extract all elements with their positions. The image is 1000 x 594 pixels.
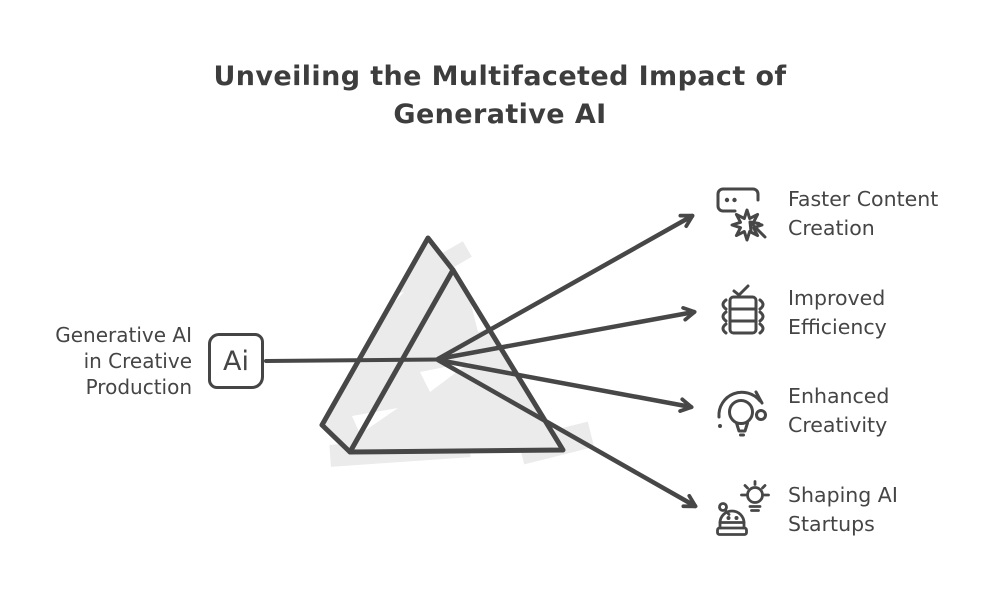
output-label: Faster Content Creation — [788, 187, 939, 240]
creativity-lightbulb-icon — [717, 390, 767, 437]
input-label: Generative AI in Creative Production — [12, 322, 192, 400]
output-label: Shaping AI Startups — [788, 483, 898, 536]
output-item-faster-content-creation: Faster Content Creation — [714, 184, 970, 243]
output-item-improved-efficiency: Improved Efficiency — [714, 283, 970, 342]
ai-box-text: Ai — [223, 345, 249, 377]
output-label: Improved Efficiency — [788, 286, 887, 339]
input-ray — [264, 357, 442, 363]
page-title-line-2: Generative AI — [393, 99, 607, 130]
output-ray-3 — [435, 357, 694, 413]
prism-inner-edge — [347, 267, 456, 455]
output-label: Enhanced Creativity — [788, 384, 890, 437]
input-label-line-2: in Creative — [83, 349, 192, 373]
page-title-line-1: Unveiling the Multifaceted Impact of — [213, 61, 787, 92]
input-label-line-3: Production — [85, 375, 192, 399]
output-ray-4 — [435, 357, 698, 509]
input-label-line-1: Generative AI — [55, 323, 192, 347]
output-ray-1 — [435, 213, 695, 362]
ai-input-box: Ai — [208, 333, 264, 389]
output-ray-2 — [435, 306, 697, 362]
page-title: Unveiling the Multifaceted Impact of Gen… — [0, 58, 1000, 134]
prism-outline — [319, 235, 566, 455]
efficiency-stack-check-icon — [721, 284, 765, 335]
output-item-enhanced-creativity: Enhanced Creativity — [714, 381, 970, 440]
robot-startup-bulb-icon — [716, 480, 770, 536]
output-item-shaping-ai-startups: Shaping AI Startups — [714, 480, 970, 539]
content-creation-burst-icon — [716, 187, 767, 242]
